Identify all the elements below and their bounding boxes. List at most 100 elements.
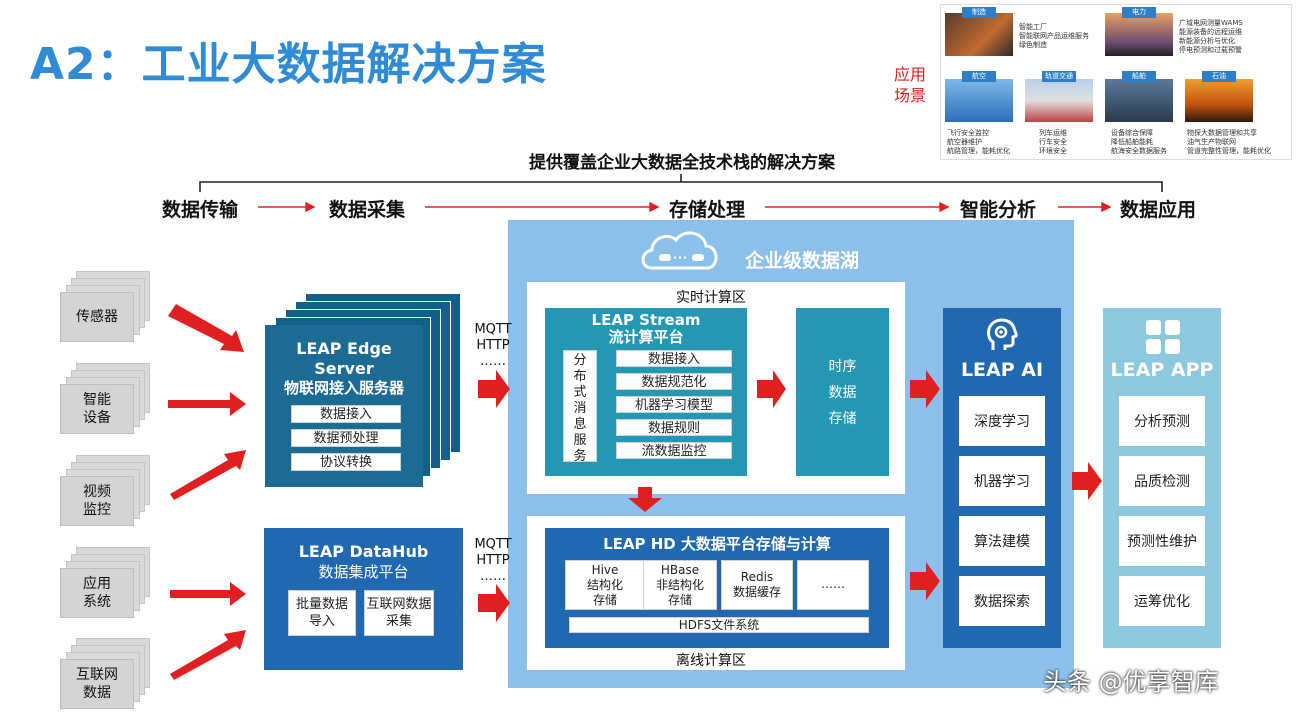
stream-item: 机器学习模型 [616,396,732,413]
source-internet: 互联网 数据 [60,659,134,709]
stream-item: 流数据监控 [616,442,732,459]
scenario-bullets: 智能工厂 智能联网产品运维服务 绿色制造 [1019,23,1089,50]
app-item-optimization: 运筹优化 [1119,576,1205,626]
scenario-panel: 制造 智能工厂 智能联网产品运维服务 绿色制造 电力 广域电网测量WAMS 能源… [940,4,1292,160]
edge-subtitle: 物联网接入服务器 [283,379,404,397]
ai-item-modeling: 算法建模 [959,516,1045,566]
scenario-tile-image [1185,79,1253,122]
ai-item-exploration: 数据探索 [959,576,1045,626]
scenario-bullets: 飞行安全监控 航空器维护 航路管理，能耗优化 [947,129,1010,156]
edge-item: 协议转换 [291,453,401,471]
scenario-bullet: 列车运维 [1039,129,1067,137]
scenario-bullets: 广域电网测量WAMS 能源装备的远程运维 新能源分析与优化 停电预测和过载预警 [1179,19,1243,55]
source-video: 视频 监控 [60,476,134,526]
scenario-bullet: 绿色制造 [1019,41,1047,49]
realtime-zone-label: 实时计算区 [676,290,746,306]
datahub-item: 批量数据 导入 [288,590,356,636]
page-title: A2：工业大数据解决方案 [30,39,547,90]
scenario-tile-image [1105,13,1173,56]
hd-item: HBase 非结构化 存储 [643,560,717,610]
source-app-system: 应用 系统 [60,568,134,618]
scenario-tile-tag: 船舶 [1122,71,1156,82]
scenario-bullets: 设备综合保障 降低船舶能耗 航海安全数据服务 [1111,129,1167,156]
datahub-subtitle: 数据集成平台 [318,563,409,581]
hd-platform: LEAP HD 大数据平台存储与计算 Hive 结构化 存储 HBase 非结构… [545,528,889,648]
source-arrows [168,304,246,680]
stage-transmission: 数据传输 [162,199,239,221]
scenario-tile-tag: 电力 [1122,7,1156,18]
ai-item-machine-learning: 机器学习 [959,456,1045,506]
stream-title: LEAP Stream 流计算平台 [591,311,701,346]
scenario-bullet: 智能联网产品运维服务 [1019,32,1089,40]
hdfs-box: HDFS文件系统 [569,617,869,633]
stage-arrows [258,201,1112,213]
datahub-item: 互联网数据 采集 [364,590,434,636]
hd-item: Redis 数据缓存 [721,560,793,610]
ai-item-deep-learning: 深度学习 [959,396,1045,446]
app-item-quality: 品质检测 [1119,456,1205,506]
scenario-bullet: 广域电网测量WAMS [1179,19,1243,27]
scenario-bullet: 航空器维护 [947,138,982,146]
scenario-tile-tag: 轨道交通 [1042,71,1076,82]
stream-item: 数据规则 [616,419,732,436]
hd-item: …… [797,560,869,610]
data-lake-title: 企业级数据湖 [745,250,860,272]
scenario-bullet: 停电预测和过载预警 [1179,46,1242,54]
scenario-tile-image [1025,79,1093,122]
scenario-bullet: 智能工厂 [1019,23,1047,31]
ai-head-icon [987,318,1018,350]
brace-label: 提供覆盖企业大数据全技术栈的解决方案 [529,153,835,173]
scenario-bullet: 新能源分析与优化 [1179,37,1235,45]
scenario-bullets: 列车运维 行车安全 环境安全 [1039,129,1067,156]
scenario-bullet: 环境安全 [1039,147,1067,155]
scenario-bullets: 物探大数据管理和共享 油气生产物联网 管道完整性管理，能耗优化 [1187,129,1271,156]
scenario-bullet: 油气生产物联网 [1187,138,1236,146]
scenario-tile-tag: 航空 [962,71,996,82]
ai-title: LEAP AI [960,359,1044,381]
watermark: 头条 @优享智库 [1043,668,1219,696]
edge-server: LEAP Edge Server 物联网接入服务器 数据接入 数据预处理 协议转… [265,325,423,487]
protocol-label: MQTT HTTP …… [474,537,512,584]
protocol-label: MQTT HTTP …… [474,322,512,369]
edge-title: LEAP Edge Server [296,339,392,378]
block-arrows [478,370,1102,622]
scenario-bullet: 飞行安全监控 [947,129,989,137]
source-sensor: 传感器 [60,292,134,342]
app-panel: LEAP APP 分析预测 品质检测 预测性维护 运筹优化 [1103,308,1221,648]
scenario-bullet: 航海安全数据服务 [1111,147,1167,155]
stage-application: 数据应用 [1120,199,1197,221]
brace [199,174,1163,192]
timeseries-storage: 时序 数据 存储 [796,308,889,476]
scenario-tile-tag: 石油 [1202,71,1236,82]
offline-zone-label: 离线计算区 [676,653,746,669]
stage-analysis: 智能分析 [960,199,1037,221]
source-smart-device: 智能 设备 [60,384,134,434]
app-grid-icon [1146,320,1180,354]
scenario-tile-image [1105,79,1173,122]
stream-item: 数据规范化 [616,373,732,390]
stage-storage: 存储处理 [669,199,746,221]
scenario-tile-tag: 制造 [962,7,996,18]
datahub-platform: LEAP DataHub 数据集成平台 批量数据 导入 互联网数据 采集 [264,528,463,670]
scenario-bullet: 能源装备的远程运维 [1179,28,1242,36]
stream-item: 数据接入 [616,350,732,367]
scenario-label: 应用 场景 [893,65,926,105]
ai-panel: LEAP AI 深度学习 机器学习 算法建模 数据探索 [943,308,1061,648]
app-item-maintenance: 预测性维护 [1119,516,1205,566]
stage-collection: 数据采集 [329,199,406,221]
app-item-forecast: 分析预测 [1119,396,1205,446]
edge-item: 数据预处理 [291,429,401,447]
app-title: LEAP APP [1110,359,1214,381]
scenario-bullet: 航路管理，能耗优化 [947,147,1010,155]
scenario-bullet: 行车安全 [1039,138,1067,146]
edge-item: 数据接入 [291,405,401,423]
scenario-bullet: 物探大数据管理和共享 [1187,129,1257,137]
scenario-bullet: 管道完整性管理，能耗优化 [1187,147,1271,155]
scenario-bullet: 降低船舶能耗 [1111,138,1153,146]
stream-side-box: 分布式消息服务 [563,350,597,464]
scenario-tile-image [945,79,1013,122]
datahub-title: LEAP DataHub [298,542,429,561]
hd-title: LEAP HD 大数据平台存储与计算 [603,535,831,553]
cloud-database-icon [641,231,718,270]
